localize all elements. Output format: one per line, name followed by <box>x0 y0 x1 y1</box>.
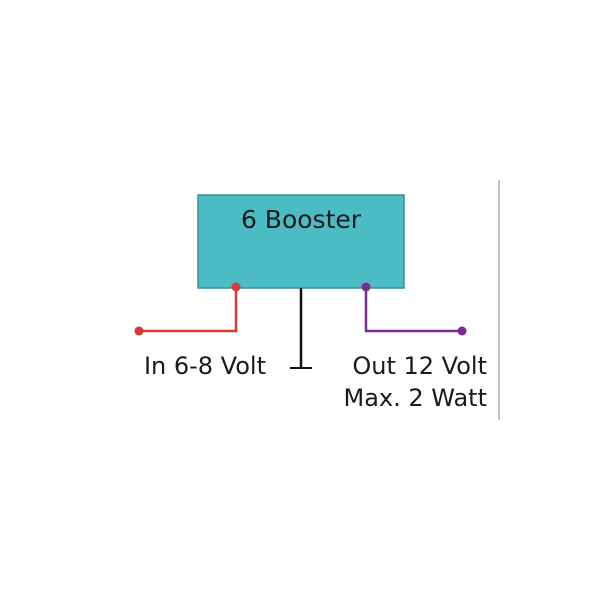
input-label: In 6-8 Volt <box>144 352 266 380</box>
output-terminal-end <box>457 326 467 336</box>
input-terminal-end <box>134 326 144 336</box>
output-label-line2: Max. 2 Watt <box>344 384 488 412</box>
output-label-line1: Out 12 Volt <box>352 352 487 380</box>
output-terminal-box <box>361 282 371 292</box>
input-wire <box>139 287 238 333</box>
output-wire <box>364 287 462 333</box>
input-terminal-box <box>231 282 241 292</box>
booster-title: 6 Booster <box>241 205 362 234</box>
